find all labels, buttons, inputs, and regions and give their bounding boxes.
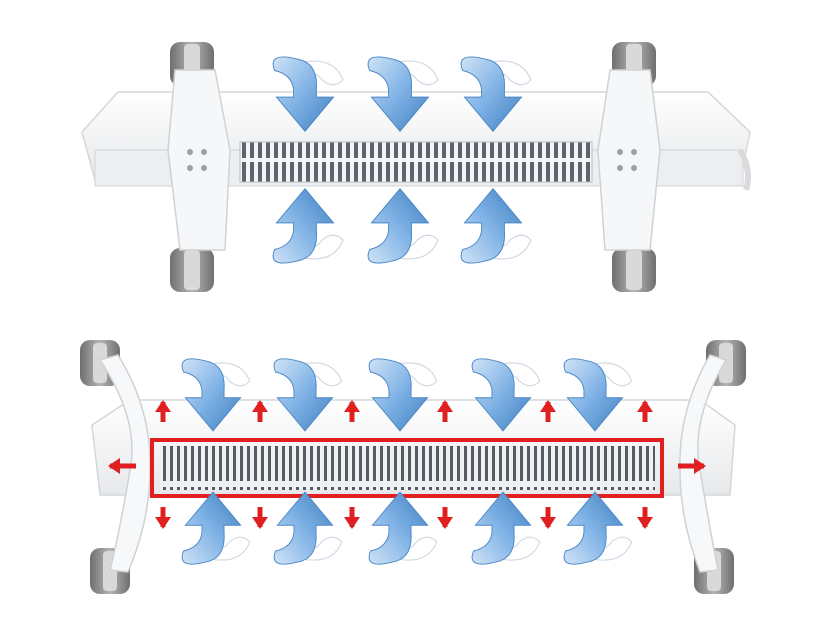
- airflow-arrow-icon: [181, 491, 251, 565]
- heat-arrow-icon: [437, 400, 453, 422]
- heater-grille: [160, 446, 655, 490]
- heat-arrow-icon: [155, 400, 171, 422]
- airflow-arrow-icon: [563, 491, 633, 565]
- airflow-arrow-icon: [367, 187, 439, 264]
- airflow-arrow-icon: [273, 358, 343, 432]
- left-foot-bracket: [167, 69, 231, 251]
- heat-arrow-icon: [437, 507, 453, 529]
- caster-wheel-icon: [612, 248, 656, 292]
- heat-arrow-icon: [252, 507, 268, 529]
- right-leg: [679, 354, 728, 573]
- bottom-heater: [80, 340, 746, 594]
- heat-arrow-icon: [108, 458, 136, 474]
- airflow-arrow-icon: [368, 491, 438, 565]
- airflow-arrow-icon: [273, 491, 343, 565]
- top-heater: [81, 42, 751, 292]
- heat-arrow-icon: [344, 507, 360, 529]
- airflow-arrow-icon: [367, 56, 439, 133]
- heater-grille: [239, 141, 593, 183]
- caster-wheel-icon: [170, 248, 214, 292]
- airflow-arrow-icon: [471, 358, 541, 432]
- airflow-arrow-icon: [563, 358, 633, 432]
- heat-arrow-icon: [637, 507, 653, 529]
- heat-arrow-icon: [155, 507, 171, 529]
- heat-arrow-icon: [252, 400, 268, 422]
- heat-arrow-icon: [540, 400, 556, 422]
- heat-arrow-icon: [344, 400, 360, 422]
- airflow-arrow-icon: [460, 56, 532, 133]
- airflow-arrow-icon: [460, 187, 532, 264]
- airflow-arrow-icon: [272, 56, 344, 133]
- heat-arrow-icon: [540, 507, 556, 529]
- airflow-arrow-icon: [272, 187, 344, 264]
- heat-arrow-icon: [678, 458, 706, 474]
- left-leg: [98, 354, 151, 573]
- right-foot-bracket: [597, 69, 661, 251]
- airflow-arrow-icon: [181, 358, 251, 432]
- heat-arrow-icon: [637, 400, 653, 422]
- airflow-arrow-icon: [471, 491, 541, 565]
- airflow-arrow-icon: [368, 358, 438, 432]
- heating-element-outline: [150, 438, 664, 498]
